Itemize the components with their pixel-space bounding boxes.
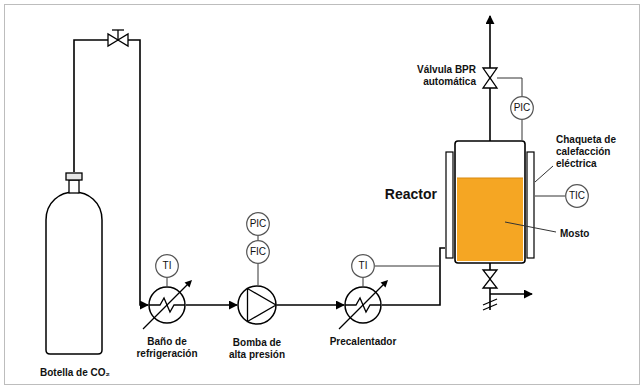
reactor-equipment: Reactor <box>445 140 535 265</box>
instrument-bubble: FIC <box>246 240 270 264</box>
bottle-valve <box>108 30 128 46</box>
liquid-fill <box>457 178 523 261</box>
instrument-bubble: PIC <box>510 96 534 120</box>
equipment-label: Precalentador <box>321 336 405 348</box>
pump-equipment: Bomba de alta presión <box>237 285 277 325</box>
process-line <box>186 304 237 306</box>
instrument-bubble <box>511 97 534 120</box>
instrument-tag: TI <box>351 254 375 278</box>
pump-circle <box>238 286 276 324</box>
instrument-bubble <box>156 255 179 278</box>
instrument-bubble: TI <box>351 254 375 278</box>
equipment-label: Bomba de alta presión <box>225 337 289 361</box>
equipment-label: Baño de refrigeración <box>132 336 202 360</box>
instrument-line <box>258 236 259 240</box>
bottle-body <box>46 192 102 354</box>
drain-valve <box>483 270 497 288</box>
instrument-tag: TI <box>155 254 179 278</box>
exchanger-arrow <box>339 284 384 329</box>
bottle-equipment: Botella de CO₂ <box>40 172 108 355</box>
pipe-break <box>483 299 497 305</box>
equipment-label: Reactor <box>385 186 437 202</box>
signal-line <box>497 78 522 96</box>
hx-equipment: Precalentador <box>344 286 382 324</box>
heating-jacket <box>527 152 534 258</box>
bottle-neck <box>69 180 79 193</box>
instrument-bubble: TI <box>155 254 179 278</box>
instrument-tag: PIC <box>246 212 270 236</box>
instrument-line <box>363 278 364 286</box>
exchanger-arrow <box>143 284 188 329</box>
leader-line <box>505 222 556 232</box>
instrument-tag: FIC <box>246 240 270 264</box>
arrow-head <box>185 280 192 287</box>
bottle-cap <box>66 173 82 180</box>
liquid-surface <box>457 178 523 179</box>
reactor-vessel <box>455 141 525 263</box>
instrument-line <box>258 264 259 285</box>
process-line <box>277 304 344 306</box>
process-line <box>382 248 445 305</box>
heating-jacket <box>446 152 453 258</box>
instrument-bubble <box>566 185 589 208</box>
callout-label: Válvula BPR automática <box>388 64 476 88</box>
instrument-bubble: PIC <box>246 212 270 236</box>
frame-border <box>5 5 640 385</box>
leader-line <box>535 166 553 182</box>
callout-label: Mosto <box>560 228 589 240</box>
instrument-line <box>167 278 168 286</box>
hx-symbol <box>344 286 382 324</box>
instrument-line <box>535 196 565 197</box>
hx-equipment: Baño de refrigeración <box>148 286 186 324</box>
arrow-head <box>381 280 388 287</box>
drain-outlet <box>490 293 532 295</box>
instrument-bubble <box>247 213 270 236</box>
pipe-break <box>483 304 497 310</box>
instrument-line <box>522 120 523 140</box>
instrument-bubble <box>247 241 270 264</box>
bpr-valve <box>483 68 497 88</box>
instrument-bubble <box>352 255 375 278</box>
callout-label: Chaqueta de calefacción eléctrica <box>556 134 636 170</box>
pump-triangle <box>248 289 277 322</box>
instrument-bubble: TIC <box>565 184 589 208</box>
hx-symbol <box>148 286 186 324</box>
bottle-symbol <box>40 172 108 355</box>
reactor-symbol <box>445 140 535 265</box>
equipment-label: Botella de CO₂ <box>40 367 110 379</box>
instrument-tag: PIC <box>510 96 534 120</box>
pump-symbol <box>237 285 277 325</box>
instrument-tag: TIC <box>565 184 589 208</box>
signal-line <box>375 266 440 267</box>
